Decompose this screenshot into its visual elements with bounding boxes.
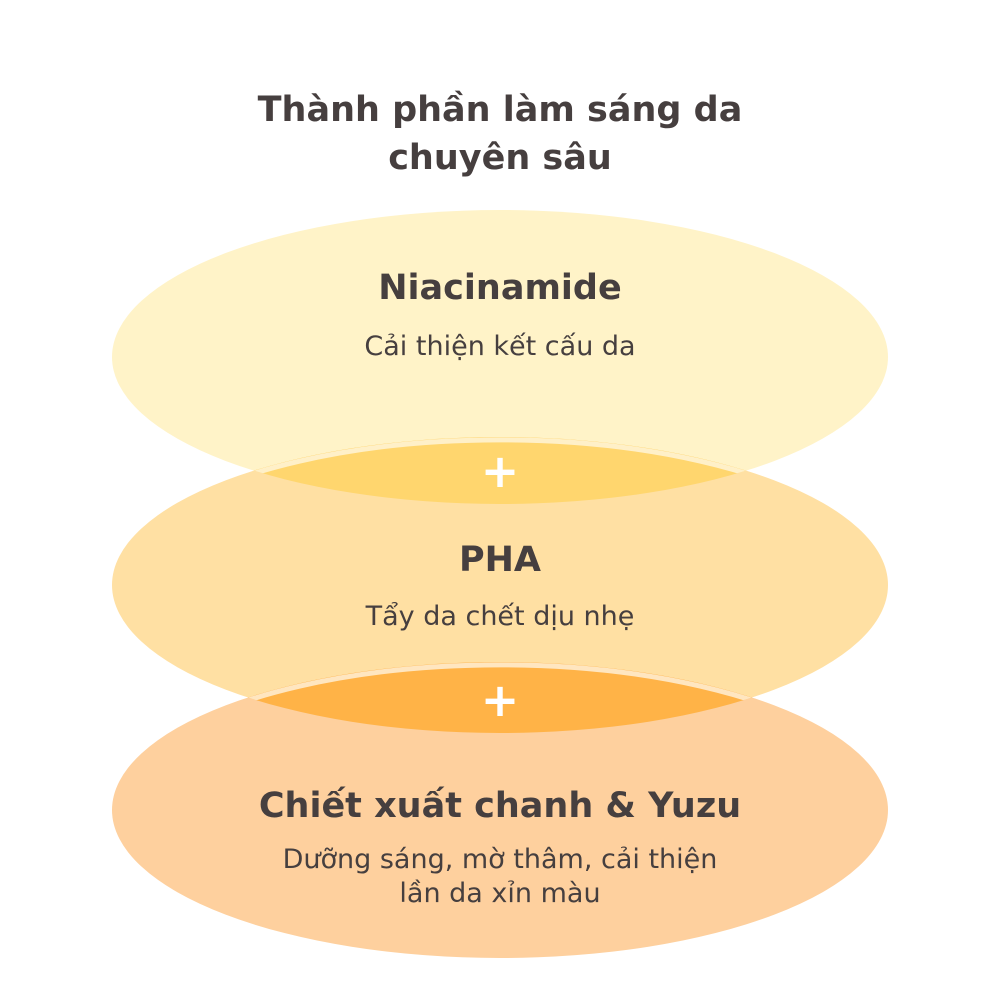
ingredient-description: Dưỡng sáng, mờ thâm, cải thiện lần da xỉ… [282,844,718,909]
ingredient-name: PHA [458,540,542,580]
ingredient-description: Tẩy da chết dịu nhẹ [365,601,635,632]
diagram-title: Thành phần làm sáng da chuyên sâu [257,90,743,178]
ellipse-pha [112,437,888,733]
ellipse-niacinamide [112,210,888,504]
ellipse-citrus [112,662,888,958]
ingredient-name: Niacinamide [378,268,622,308]
plus-icon: + [480,444,520,498]
ingredient-description: Cải thiện kết cấu da [364,331,636,362]
plus-icon: + [480,673,520,727]
ingredient-name: Chiết xuất chanh & Yuzu [258,786,742,826]
